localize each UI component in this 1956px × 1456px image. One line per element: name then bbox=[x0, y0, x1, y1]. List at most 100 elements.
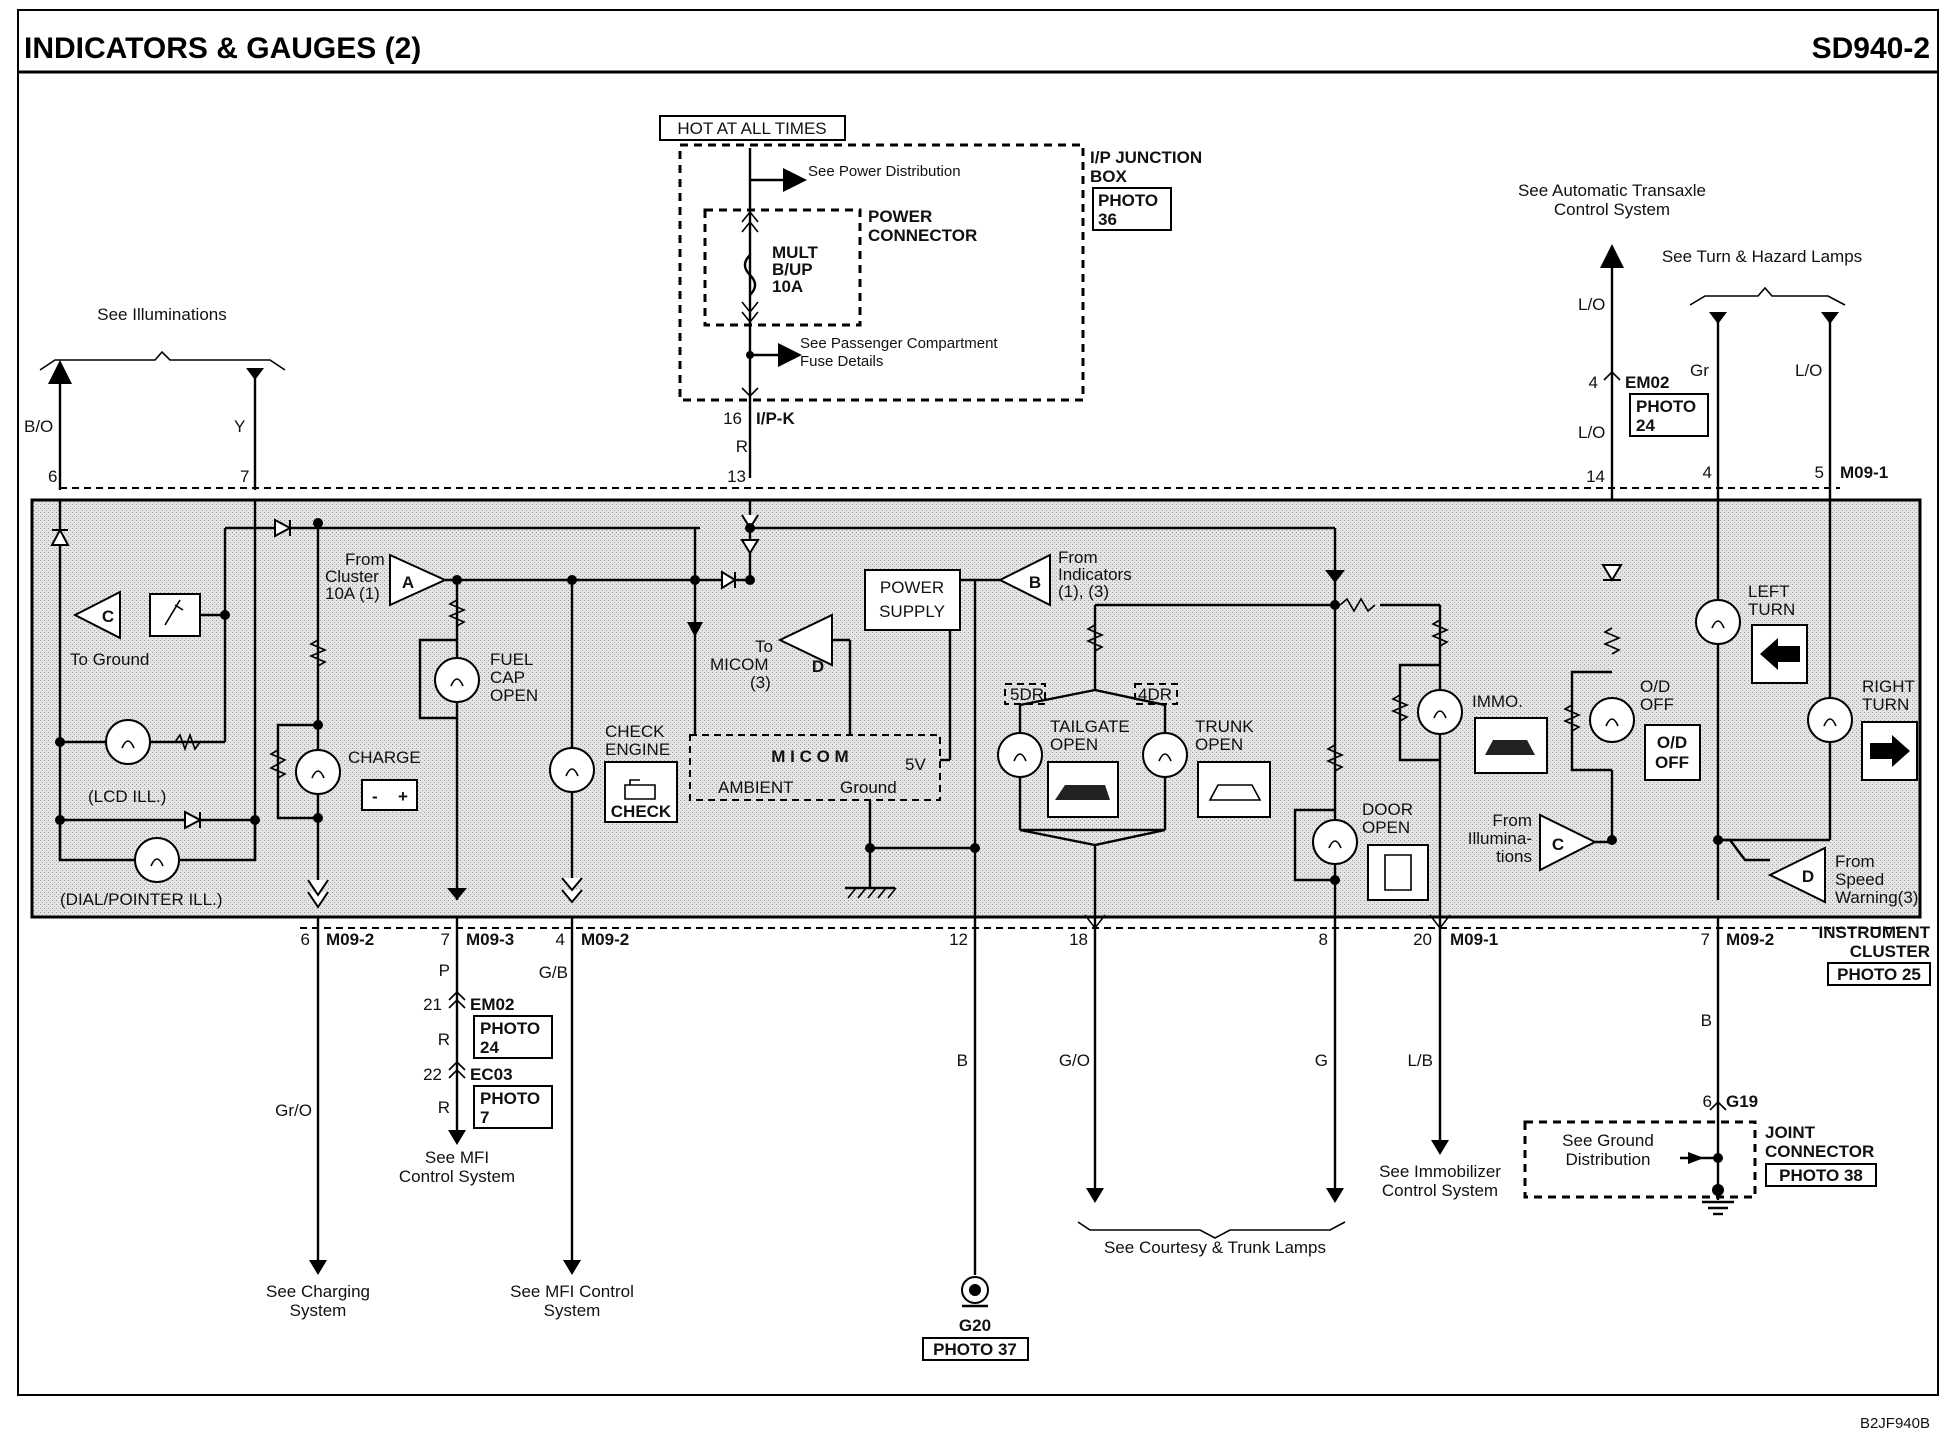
micom-label: M I C O M bbox=[771, 747, 848, 766]
amp-b bbox=[997, 553, 1051, 607]
c2-conn: M09-3 bbox=[466, 930, 514, 949]
od-par-resistor bbox=[1562, 704, 1582, 732]
power-connector-1: POWER bbox=[868, 207, 932, 226]
fuel-resistor bbox=[447, 599, 467, 627]
from-cluster-3: 10A (1) bbox=[325, 584, 380, 603]
trunk-2: OPEN bbox=[1195, 735, 1243, 754]
see-illuminations: See Illuminations bbox=[97, 305, 226, 324]
photo-36-box bbox=[1092, 187, 1172, 231]
fuel-cap-lamp bbox=[434, 657, 480, 703]
charge-top-dot bbox=[313, 518, 323, 528]
ground-hatch bbox=[847, 887, 897, 899]
fuel-cap-2: CAP bbox=[490, 668, 525, 687]
g19-ground-center bbox=[1712, 1184, 1724, 1196]
photo-24-top bbox=[1629, 393, 1709, 437]
em02-pin-top: 4 bbox=[1589, 373, 1598, 392]
c2-wire-p: P bbox=[439, 961, 450, 980]
to-micom-3: (3) bbox=[750, 673, 771, 692]
illuminations-brace bbox=[39, 350, 286, 371]
c2-dest-2: Control System bbox=[399, 1167, 515, 1186]
see-auto-trans-2: Control System bbox=[1554, 200, 1670, 219]
tailgate-1: TAILGATE bbox=[1050, 717, 1130, 736]
photo-25-box bbox=[1827, 962, 1931, 986]
diode-ipk bbox=[721, 570, 737, 590]
c2-em02-pin: 21 bbox=[423, 995, 442, 1014]
micom-ambient: AMBIENT bbox=[718, 778, 794, 797]
c1-dest-2: System bbox=[290, 1301, 347, 1320]
m09-1-top: M09-1 bbox=[1840, 463, 1888, 482]
from-speed-2: Speed bbox=[1835, 870, 1884, 889]
od-off-icon-2: OFF bbox=[1655, 753, 1689, 772]
to-micom-1: To bbox=[755, 637, 773, 656]
tailgate-car-glyph bbox=[1055, 785, 1110, 800]
left-turn-1: LEFT bbox=[1748, 582, 1790, 601]
check-engine-1: CHECK bbox=[605, 722, 665, 741]
amp-c-label: C bbox=[102, 607, 114, 626]
pin-13: 13 bbox=[727, 467, 746, 486]
fuse-connector-bottom bbox=[741, 301, 759, 324]
instrument-cluster-2: CLUSTER bbox=[1850, 942, 1930, 961]
from-speed-1: From bbox=[1835, 852, 1875, 871]
ground-dot bbox=[865, 843, 875, 853]
see-passenger-1: See Passenger Compartment bbox=[800, 335, 998, 352]
see-turn-hazard: See Turn & Hazard Lamps bbox=[1662, 247, 1862, 266]
immo-car-glyph bbox=[1485, 740, 1535, 755]
lcd-resistor bbox=[174, 732, 201, 752]
charge-resistor bbox=[308, 639, 328, 667]
see-power-distribution: See Power Distribution bbox=[808, 163, 961, 180]
5dr-label: 5DR bbox=[1010, 685, 1044, 704]
c3-arrow bbox=[563, 1260, 581, 1275]
connector-ipk: I/P-K bbox=[756, 409, 795, 428]
see-passenger-2: Fuse Details bbox=[800, 353, 883, 370]
photo-36-num: 36 bbox=[1098, 210, 1117, 229]
right-turn-1: RIGHT bbox=[1862, 677, 1915, 696]
wire-lo-2: L/O bbox=[1578, 423, 1605, 442]
see-auto-trans-1: See Automatic Transaxle bbox=[1518, 181, 1706, 200]
junction-dot bbox=[746, 351, 754, 359]
charge-filament bbox=[311, 770, 325, 779]
from-indicators-2: Indicators bbox=[1058, 565, 1132, 584]
see-ground-1: See Ground bbox=[1562, 1131, 1654, 1150]
wire-bo: B/O bbox=[24, 417, 53, 436]
immo-icon bbox=[1474, 717, 1548, 774]
immo-resistor-2 bbox=[1430, 619, 1450, 647]
wire-lo-1: L/O bbox=[1578, 295, 1605, 314]
from-cluster-2: Cluster bbox=[325, 567, 379, 586]
diode-2 bbox=[274, 518, 293, 538]
g20-label: G20 bbox=[959, 1316, 991, 1335]
c3-dest-1: See MFI Control bbox=[510, 1282, 634, 1301]
charge-par-resistor bbox=[269, 749, 287, 779]
dial-filament bbox=[150, 858, 164, 867]
c1-dest-1: See Charging bbox=[266, 1282, 370, 1301]
amp-a-label: A bbox=[402, 573, 414, 592]
page-title: INDICATORS & GAUGES (2) bbox=[24, 32, 421, 65]
od-off-lamp bbox=[1589, 697, 1635, 743]
right-turn-arrow bbox=[1821, 312, 1839, 324]
hot-at-all-times: HOT AT ALL TIMES bbox=[677, 119, 826, 138]
power-supply-2: SUPPLY bbox=[879, 602, 945, 621]
fuel-parallel bbox=[418, 638, 457, 720]
od-off-icon-1: O/D bbox=[1657, 733, 1687, 752]
door-dot-2 bbox=[1330, 875, 1340, 885]
right-turn-lamp bbox=[1807, 697, 1853, 743]
c7-arrow bbox=[1431, 1140, 1449, 1155]
c1-arrow bbox=[309, 1260, 327, 1275]
amp-c-right bbox=[1539, 813, 1598, 872]
c2-photo7-box bbox=[473, 1085, 553, 1129]
c2-photo24-box bbox=[473, 1015, 553, 1059]
g20-ground-center bbox=[969, 1284, 981, 1296]
micom-5v: 5V bbox=[905, 755, 926, 774]
c2-photo24-label: PHOTO bbox=[480, 1019, 540, 1038]
door-resistor bbox=[1325, 744, 1345, 772]
4dr-box bbox=[1134, 683, 1178, 705]
fuse-label-3: 10A bbox=[772, 277, 803, 296]
c2-wire-r2: R bbox=[438, 1098, 450, 1117]
drawing-id: B2JF940B bbox=[1860, 1415, 1930, 1432]
tailgate-filament bbox=[1013, 753, 1027, 762]
photo-37: PHOTO 37 bbox=[933, 1340, 1017, 1359]
from-cluster-1: From bbox=[345, 550, 385, 569]
fuse-connector-top bbox=[741, 210, 759, 233]
check-out-arrow bbox=[561, 877, 583, 904]
pin-ipk: 16 bbox=[723, 409, 742, 428]
em02-top: EM02 bbox=[1625, 373, 1669, 392]
